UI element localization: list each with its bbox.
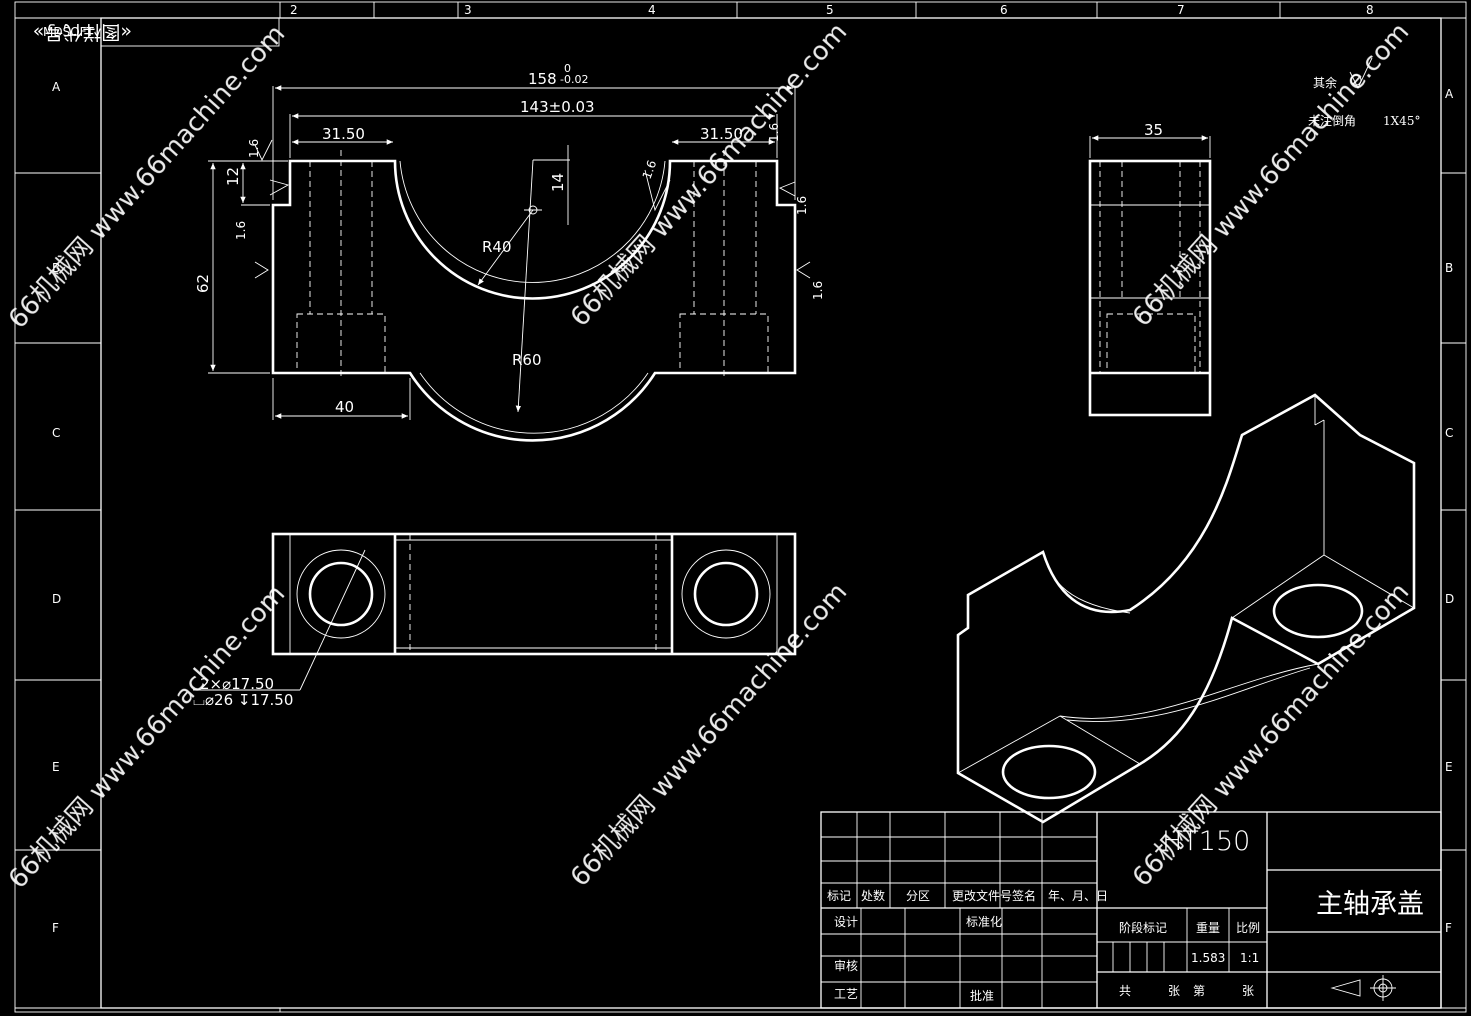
col-label: 8: [1366, 3, 1374, 17]
company-label: MDSOFT: [43, 25, 94, 39]
roughness-check-icon: [1349, 57, 1373, 90]
tb-design: 设计: [834, 915, 858, 929]
note-chamfer-value: 1X45°: [1383, 114, 1420, 128]
roughness-label: 1.6: [640, 158, 660, 181]
watermark-text: 66机械网 www.66machine.com: [1127, 577, 1415, 893]
row-ticks: [15, 172, 1466, 851]
tb-sheets: 张: [1168, 984, 1180, 998]
roughness-label: 1.6: [795, 196, 809, 215]
dim-bore-radius: R40: [482, 238, 512, 256]
tb-weight-label: 重量: [1196, 921, 1220, 935]
tb-sheet-no: 第: [1193, 984, 1205, 998]
column-ticks: [279, 2, 1281, 1012]
tb-weight: 1.583: [1191, 951, 1225, 965]
row-label: C: [52, 426, 60, 440]
dim-overall-tol-up: 0: [564, 62, 571, 75]
tb-sign: 签名: [1012, 888, 1036, 903]
row-label: F: [52, 921, 59, 935]
dim-total-height: 62: [194, 274, 212, 293]
side-view: 35: [1088, 121, 1212, 417]
dim-overall-tol: -0.02: [560, 73, 588, 86]
tb-sheet-unit: 张: [1242, 984, 1254, 998]
watermark-text: 66机械网 www.66machine.com: [565, 577, 853, 893]
tb-mark: 标记: [827, 889, 851, 903]
dim-right-top-width: 31.50: [700, 125, 743, 143]
tb-scale-label: 比例: [1236, 921, 1260, 935]
drawing-frame: 2 3 4 5 6 7 8 A B C D E F A B C D E F MD…: [14, 1, 1467, 1013]
general-notes: 其余 未注倒角 1X45°: [1308, 57, 1420, 128]
row-label: F: [1445, 921, 1452, 935]
tb-process: 工艺: [834, 987, 858, 1001]
col-label: 4: [648, 3, 656, 17]
tb-approve: 批准: [970, 988, 994, 1003]
tb-standardize: 标准化: [966, 915, 1002, 929]
front-view: 158 -0.02 0 143±0.03 31.50 31.50 12 14 R…: [194, 62, 825, 442]
roughness-label: 1.6: [811, 281, 825, 300]
dim-bore-depth: 14: [549, 173, 567, 192]
tb-change-doc: 更改文件号: [952, 888, 1012, 903]
tb-date: 年、月、日: [1048, 889, 1108, 903]
row-label: D: [52, 592, 61, 606]
col-label: 7: [1177, 3, 1185, 17]
col-label: 2: [290, 3, 298, 17]
row-label: B: [1445, 261, 1453, 275]
col-label: 6: [1000, 3, 1008, 17]
tb-stage-mark: 阶段标记: [1119, 920, 1167, 935]
tb-scale: 1:1: [1240, 951, 1259, 965]
dim-hole-spacing: 143±0.03: [520, 98, 595, 116]
row-label: D: [1445, 592, 1454, 606]
title-block: HT150 主轴承盖 标记 处数 分区 更改文件号 签名 年、月、日 设计 标准…: [820, 811, 1442, 1009]
roughness-label: 1.6: [247, 139, 261, 158]
drawing-number-label: «图样代号»: [33, 21, 132, 43]
material-label: HT150: [1162, 826, 1250, 857]
dim-outer-radius: R60: [512, 351, 542, 369]
watermark-text: 66机械网 www.66machine.com: [1127, 17, 1415, 333]
dim-side-width: 35: [1144, 121, 1163, 139]
row-label: B: [52, 261, 60, 275]
col-label: 5: [826, 3, 834, 17]
drawing-number-box: [100, 17, 280, 47]
row-label: E: [52, 760, 60, 774]
top-view: 2×⌀17.50 ⌴⌀26 ↧17.50: [193, 532, 797, 709]
row-label: E: [1445, 760, 1453, 774]
watermark-text: 66机械网 www.66machine.com: [3, 19, 291, 335]
row-label: C: [1445, 426, 1453, 440]
watermark-text: 66机械网 www.66machine.com: [3, 579, 291, 895]
watermarks: 66机械网 www.66machine.com 66机械网 www.66mach…: [3, 17, 1415, 895]
row-label: A: [52, 80, 61, 94]
dim-overall-length: 158: [528, 70, 557, 88]
dim-step-height: 12: [224, 167, 242, 186]
part-name: 主轴承盖: [1316, 889, 1424, 920]
row-label: A: [1445, 87, 1454, 101]
note-rest-roughness: 其余: [1313, 75, 1337, 90]
isometric-view: [956, 393, 1416, 824]
tb-total: 共: [1119, 984, 1131, 998]
hole-note-1: 2×⌀17.50: [200, 675, 274, 693]
tb-review: 审核: [834, 958, 858, 973]
hole-note-2: ⌴⌀26 ↧17.50: [193, 691, 293, 709]
tb-count: 处数: [861, 888, 885, 903]
roughness-symbols: 1.6 1.6 1.6 1.6 1.6 1.6: [234, 123, 825, 300]
roughness-label: 1.6: [767, 123, 781, 142]
dim-foot-width: 40: [335, 398, 354, 416]
col-label: 3: [464, 3, 472, 17]
tb-zone: 分区: [906, 889, 930, 903]
projection-symbol-icon: [1330, 975, 1396, 1001]
note-chamfer-label: 未注倒角: [1308, 113, 1356, 128]
roughness-label: 1.6: [234, 221, 248, 240]
dim-left-top-width: 31.50: [322, 125, 365, 143]
